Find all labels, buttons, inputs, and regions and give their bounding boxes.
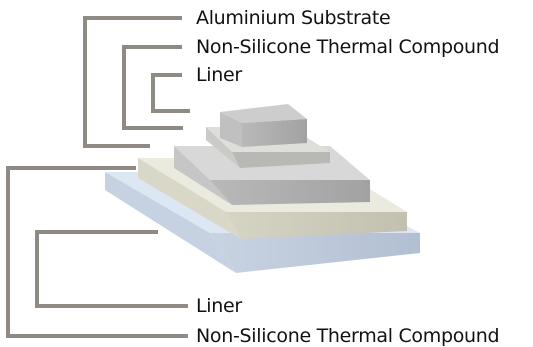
leader-line-upper-compound [122,45,183,130]
label-upper-thermal-compound: Non-Silicone Thermal Compound [196,36,500,58]
leader-line-upper-liner [151,73,190,113]
label-lower-thermal-compound: Non-Silicone Thermal Compound [196,325,500,347]
label-upper-liner: Liner [196,64,242,86]
label-aluminium-substrate: Aluminium Substrate [196,7,391,29]
top-liner-block [220,104,307,147]
leader-line-lower-compound [6,166,188,338]
leader-line-aluminium-substrate [83,16,182,148]
leader-line-lower-liner [35,230,188,308]
label-lower-liner: Liner [196,295,242,317]
